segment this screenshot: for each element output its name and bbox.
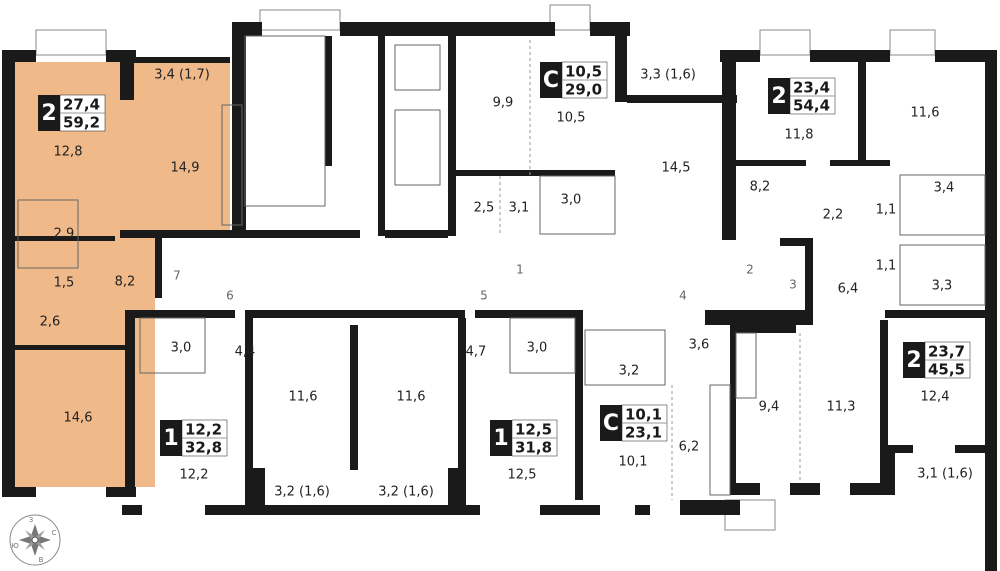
- apartment-badge[interactable]: С 10,5 29,0: [540, 61, 608, 99]
- room-area: 2,5: [474, 201, 495, 216]
- apartment-type: С: [543, 68, 559, 93]
- door-number: 1: [516, 263, 524, 277]
- room-area: 12,4: [921, 390, 950, 405]
- apartment-type: 2: [41, 101, 56, 126]
- room-area: 11,6: [397, 390, 426, 405]
- room-area: 6,4: [838, 282, 859, 297]
- apartment-badge[interactable]: С 10,1 23,1: [600, 404, 668, 442]
- door-number: 7: [173, 269, 181, 283]
- living-area: 23,4: [793, 79, 830, 97]
- room-area: 1,1: [876, 259, 897, 274]
- living-area: 10,5: [565, 63, 602, 81]
- room-area: 8,2: [115, 275, 136, 290]
- room-area: 11,6: [911, 106, 940, 121]
- room-area: 12,5: [508, 468, 537, 483]
- room-area: 14,5: [662, 161, 691, 176]
- living-area: 23,7: [928, 343, 965, 361]
- room-area: 3,6: [689, 338, 710, 353]
- room-area: 3,0: [561, 193, 582, 208]
- door-number: 6: [226, 289, 234, 303]
- total-area: 32,8: [185, 439, 222, 457]
- room-area: 3,4: [934, 181, 955, 196]
- room-area: 9,4: [759, 400, 780, 415]
- apartment-badge[interactable]: 2 23,7 45,5: [903, 341, 971, 379]
- room-area: 1,1: [876, 203, 897, 218]
- apartment-badge[interactable]: 1 12,2 32,8: [160, 419, 228, 457]
- room-area: 8,2: [750, 180, 771, 195]
- room-area: 2,6: [40, 315, 61, 330]
- apartment-badge[interactable]: 2 23,4 54,4: [768, 77, 836, 115]
- room-area: 14,6: [64, 411, 93, 426]
- total-area: 59,2: [63, 114, 100, 132]
- total-area: 45,5: [928, 361, 965, 379]
- door-number: 4: [679, 289, 687, 303]
- apartment-type: 2: [771, 84, 786, 109]
- room-area: 11,8: [785, 128, 814, 143]
- room-area: 3,3 (1,6): [640, 68, 696, 83]
- living-area: 12,5: [515, 421, 552, 439]
- compass-east: С: [52, 529, 57, 537]
- living-area: 12,2: [185, 421, 222, 439]
- walls: [2, 22, 997, 571]
- compass-south: В: [39, 556, 44, 564]
- door-number: 5: [480, 289, 488, 303]
- total-area: 23,1: [625, 424, 662, 442]
- compass-west: Ю: [11, 542, 19, 550]
- apartment-type: 1: [493, 426, 508, 451]
- living-area: 10,1: [625, 406, 662, 424]
- apartment-badge[interactable]: 1 12,5 31,8: [490, 419, 558, 457]
- room-area: 9,9: [493, 96, 514, 111]
- apartment-type: С: [603, 411, 619, 436]
- room-area: 3,3: [932, 279, 953, 294]
- living-area: 27,4: [63, 96, 100, 114]
- interior-lines: [17, 35, 986, 500]
- room-area: 11,3: [827, 400, 856, 415]
- room-area: 12,2: [180, 468, 209, 483]
- total-area: 29,0: [565, 81, 602, 99]
- room-labels: 12,8 3,4 (1,7) 14,9 2,9 1,5 8,2 2,6 14,6…: [40, 68, 973, 500]
- room-area: 3,4 (1,7): [154, 68, 210, 83]
- room-area: 3,2 (1,6): [274, 485, 330, 500]
- room-area: 3,2 (1,6): [378, 485, 434, 500]
- windows: [35, 4, 936, 531]
- door-number: 2: [746, 263, 754, 277]
- room-area: 10,5: [557, 111, 586, 126]
- apartment-badge[interactable]: 2 27,4 59,2: [38, 94, 106, 132]
- room-area: 3,2: [619, 364, 640, 379]
- room-area: 11,6: [289, 390, 318, 405]
- room-area: 3,1 (1,6): [917, 467, 973, 482]
- room-area: 3,0: [527, 341, 548, 356]
- room-area: 2,2: [823, 208, 844, 223]
- room-area: 4,7: [466, 345, 487, 360]
- room-area: 4,4: [235, 345, 256, 360]
- total-area: 31,8: [515, 439, 552, 457]
- apartment-type: 2: [906, 348, 921, 373]
- door-number: 3: [789, 278, 797, 292]
- room-area: 14,9: [171, 161, 200, 176]
- total-area: 54,4: [793, 97, 830, 115]
- room-area: 10,1: [619, 455, 648, 470]
- room-area: 12,8: [54, 145, 83, 160]
- corridor-door-numbers: 7 6 5 1 2 3 4: [173, 263, 797, 303]
- room-area: 3,0: [171, 341, 192, 356]
- room-area: 3,1: [509, 201, 530, 216]
- apartment-type: 1: [163, 426, 178, 451]
- room-area: 1,5: [54, 276, 75, 291]
- compass-rose-icon: З С В Ю: [9, 514, 61, 566]
- compass-north: З: [29, 516, 34, 524]
- room-area: 6,2: [679, 440, 700, 455]
- room-area: 2,9: [54, 227, 75, 242]
